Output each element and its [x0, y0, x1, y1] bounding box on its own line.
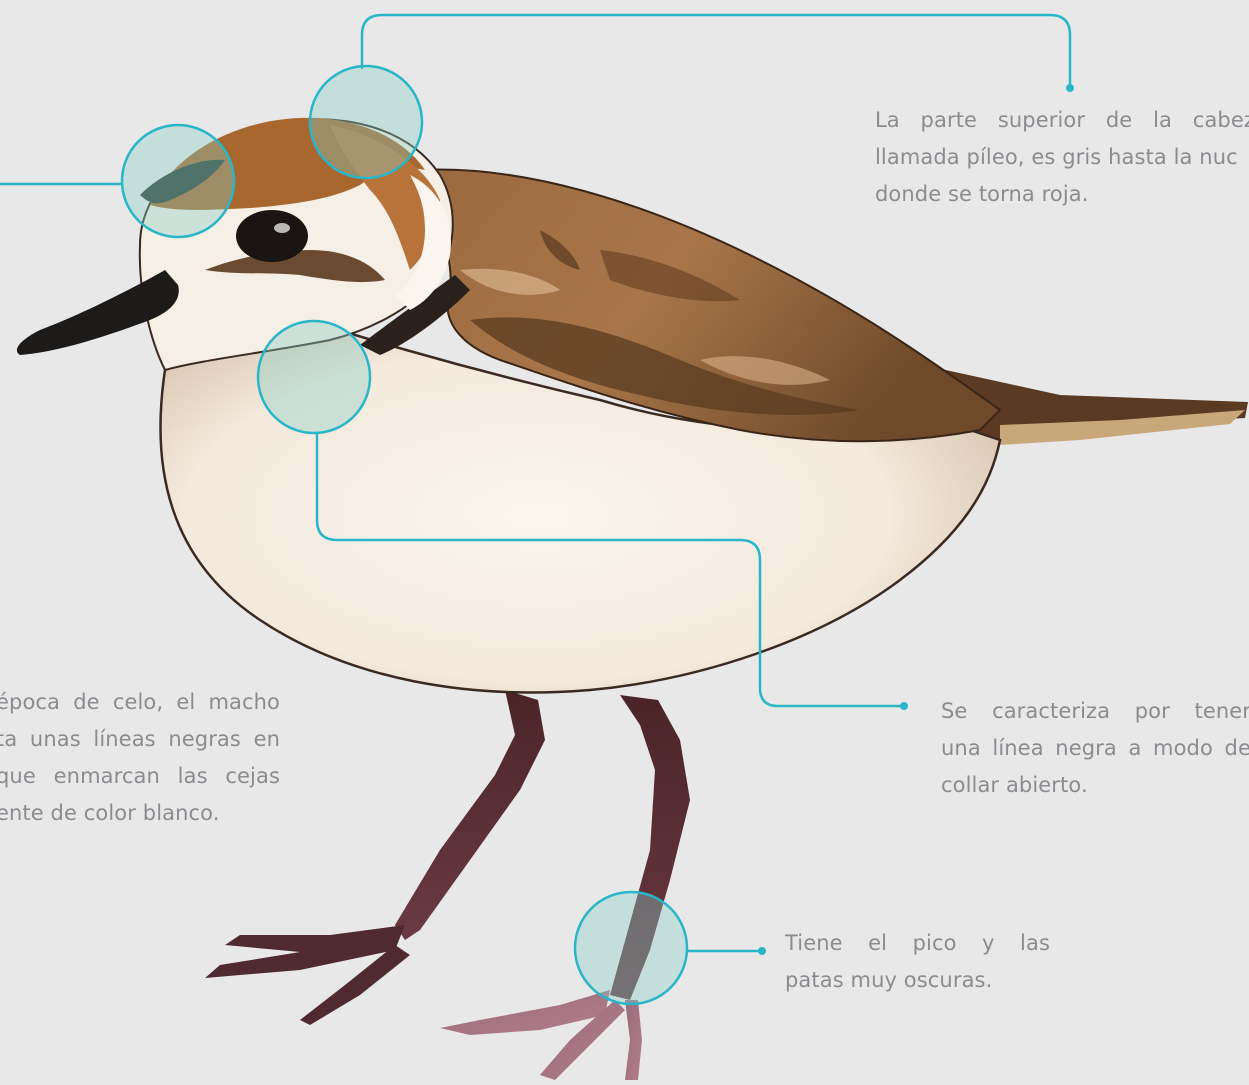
callout-frente-text: época de celo, el macho ta unas líneas n… — [0, 684, 280, 832]
frente-line-4: ente de color blanco. — [0, 795, 280, 832]
pileo-line-1: La parte superior de la cabez — [875, 102, 1249, 139]
callout-collar-text: Se caracteriza por tener una línea negra… — [941, 693, 1249, 804]
callout-patas-text: Tiene el pico y las patas muy oscuras. — [785, 925, 1050, 999]
frente-line-3: que enmarcan las cejas — [0, 758, 280, 795]
pileo-line-3: donde se torna roja. — [875, 176, 1249, 213]
pileo-line-2: llamada píleo, es gris hasta la nuc — [875, 139, 1249, 176]
patas-line-2: patas muy oscuras. — [785, 962, 1050, 999]
frente-circle — [122, 125, 234, 237]
collar-line-1: Se caracteriza por tener — [941, 693, 1249, 730]
pileo-circle — [310, 66, 422, 178]
patas-circle — [575, 892, 687, 1004]
callout-pileo-text: La parte superior de la cabez llamada pí… — [875, 102, 1249, 213]
collar-line-2: una línea negra a modo de — [941, 730, 1249, 767]
frente-line-2: ta unas líneas negras en — [0, 721, 280, 758]
patas-line-1: Tiene el pico y las — [785, 925, 1050, 962]
frente-line-1: época de celo, el macho — [0, 684, 280, 721]
collar-circle — [258, 321, 370, 433]
collar-line-3: collar abierto. — [941, 767, 1249, 804]
